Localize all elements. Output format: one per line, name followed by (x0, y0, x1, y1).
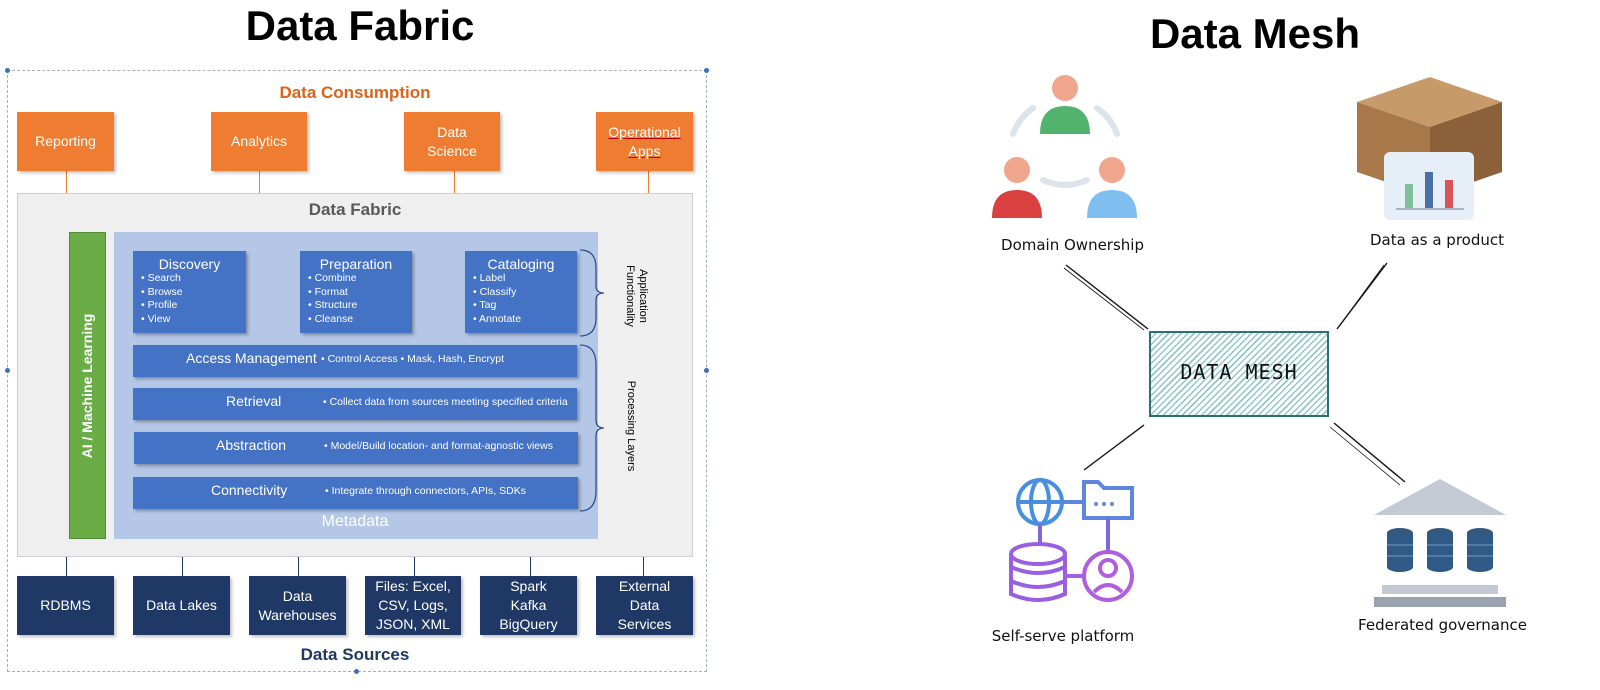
federated-governance-label: Federated governance (1358, 616, 1527, 634)
self-serve-platform-icon (1009, 478, 1134, 602)
data-consumption-title: Data Consumption (279, 83, 431, 102)
frame-handle (5, 368, 10, 373)
layer-title: Retrieval (226, 393, 282, 409)
function-preparation: Preparation • Combine• Format • Structur… (300, 251, 412, 333)
layer-access-management: Access Management • Control Access • Mas… (133, 345, 577, 377)
source-streaming: Spark Kafka BigQuery (480, 576, 577, 635)
connector-line (66, 170, 67, 194)
layer-title: Access Management (186, 350, 317, 366)
mesh-connectors (1063, 262, 1406, 486)
connector-line (66, 557, 67, 576)
domain-ownership-label: Domain Ownership (1001, 236, 1144, 254)
consumer-data-science: Data Science (404, 112, 500, 171)
source-external-services: External Data Services (596, 576, 693, 635)
consumer-reporting: Reporting (17, 112, 114, 171)
ai-ml-bar (69, 232, 106, 539)
frame-handle (704, 368, 709, 373)
source-rdbms: RDBMS (17, 576, 114, 635)
connector-line (414, 557, 415, 576)
layer-desc: • Collect data from sources meeting spec… (323, 396, 568, 408)
connector-line (530, 557, 531, 576)
function-items: • Label• Classify • Tag• Annotate (473, 272, 522, 325)
people-group-icon (992, 75, 1137, 218)
data-mesh-title: Data Mesh (1149, 10, 1361, 57)
layer-abstraction: Abstraction • Model/Build location- and … (134, 432, 578, 464)
data-fabric-title: Data Fabric (245, 2, 475, 49)
brace-application (579, 249, 605, 337)
layer-retrieval: Retrieval • Collect data from sources me… (133, 388, 577, 420)
function-cataloging: Cataloging • Label• Classify • Tag• Anno… (465, 251, 577, 333)
function-title: Preparation (319, 256, 393, 272)
federated-governance-icon (1374, 479, 1506, 607)
source-data-warehouses: Data Warehouses (249, 576, 346, 635)
function-items: • Search• Browse • Profile• View (141, 272, 183, 325)
layer-title: Connectivity (211, 482, 288, 498)
layer-connectivity: Connectivity • Integrate through connect… (133, 477, 578, 509)
layer-title: Abstraction (216, 437, 287, 453)
data-mesh-center-box (1149, 331, 1329, 417)
connector-line (454, 170, 455, 194)
connector-line (643, 557, 644, 576)
frame-handle (5, 68, 10, 73)
self-serve-platform-label: Self-serve platform (991, 627, 1135, 645)
ai-ml-label: AI / Machine Learning (79, 313, 95, 459)
function-discovery: Discovery • Search• Browse • Profile• Vi… (133, 251, 246, 333)
application-functionality-label: Application Functionality (624, 265, 649, 327)
fabric-label: Data Fabric (308, 200, 402, 219)
layer-desc: • Control Access • Mask, Hash, Encrypt (321, 353, 504, 365)
brace-processing (579, 344, 605, 512)
frame-handle (354, 669, 359, 674)
function-title: Cataloging (487, 256, 555, 272)
data-sources-title: Data Sources (300, 645, 410, 664)
connector-line (259, 170, 260, 194)
consumer-operational-apps: Operational Apps (596, 112, 693, 171)
connector-line (298, 557, 299, 576)
layer-desc: • Integrate through connectors, APIs, SD… (325, 485, 526, 497)
function-title: Discovery (158, 256, 221, 272)
processing-layers-label: Processing Layers (625, 380, 637, 472)
connector-line (182, 557, 183, 576)
data-mesh-center-label: DATA MESH (1180, 360, 1298, 384)
source-files: Files: Excel, CSV, Logs, JSON, XML (365, 576, 461, 635)
layer-desc: • Model/Build location- and format-agnos… (324, 440, 553, 452)
consumer-analytics: Analytics (211, 112, 307, 171)
product-box-chart-icon (1357, 77, 1502, 220)
source-data-lakes: Data Lakes (133, 576, 230, 635)
function-items: • Combine• Format • Structure• Cleanse (308, 272, 358, 325)
data-as-a-product-label: Data as a product (1369, 231, 1504, 249)
connector-line (648, 170, 649, 194)
frame-handle (704, 68, 709, 73)
metadata-label: Metadata (321, 513, 389, 530)
